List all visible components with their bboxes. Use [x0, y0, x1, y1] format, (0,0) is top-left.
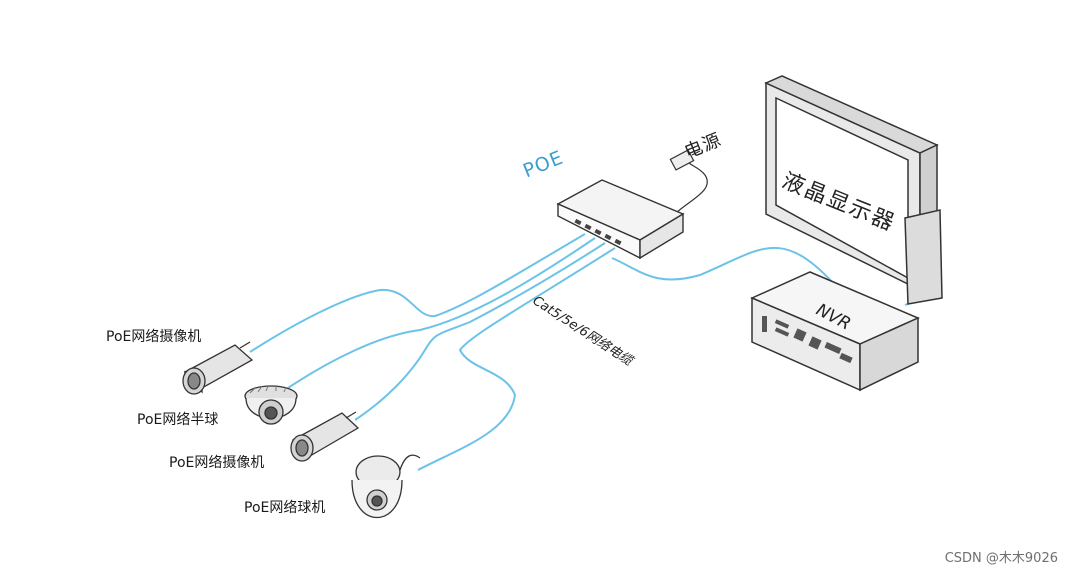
cable-dome — [287, 237, 596, 389]
switch-ports — [574, 218, 622, 246]
bullet-camera-icon — [290, 411, 360, 462]
nvr-recorder-icon — [750, 271, 920, 392]
power-supply-icon — [669, 149, 708, 214]
dome-camera-label: PoE网络半球 — [137, 412, 219, 428]
cable-camera-1 — [249, 233, 586, 353]
dome-camera-icon — [244, 385, 298, 425]
nvr-front-panel — [762, 316, 853, 364]
camera-2-label: PoE网络摄像机 — [169, 455, 265, 471]
ptz-camera-label: PoE网络球机 — [244, 500, 326, 516]
ptz-camera-icon — [351, 454, 421, 518]
cable-camera-2 — [354, 242, 606, 421]
lcd-monitor-icon — [764, 75, 943, 305]
watermark: CSDN @木木9026 — [944, 551, 1058, 566]
poe-switch-icon — [556, 179, 685, 260]
cable-ptz — [417, 247, 616, 471]
bullet-camera-icon — [182, 341, 254, 395]
camera-1-label: PoE网络摄像机 — [106, 329, 202, 345]
cable-nvr — [611, 247, 836, 286]
